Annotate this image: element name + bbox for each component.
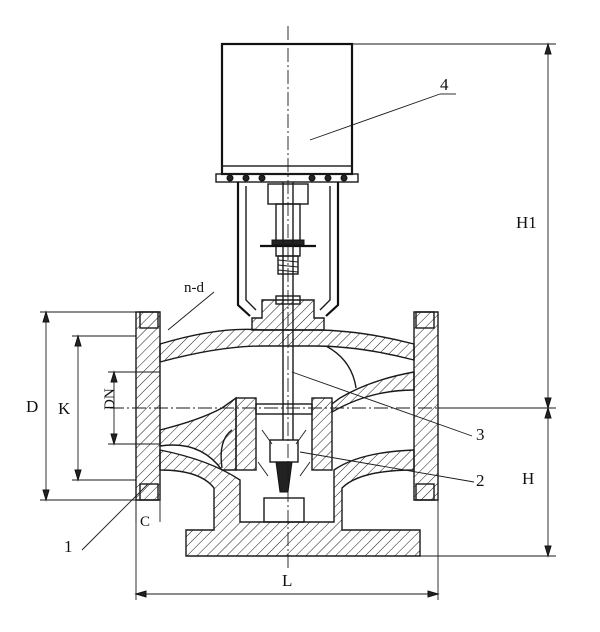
dim-H [420,406,556,558]
right-flange [413,311,439,501]
bolt [324,174,332,182]
actuator-mount-plate [215,173,359,183]
yoke-right-leg [325,182,340,317]
dim-K [72,334,136,482]
seat-ring [255,403,313,415]
flow-curve [325,345,357,389]
bolt [308,174,316,182]
right-flange-bolt-top [415,311,435,329]
left-flange [135,311,161,501]
cage-left [235,397,257,471]
leader-part-2 [299,451,475,483]
lower-wall [159,449,421,557]
yoke-left-leg [236,182,251,317]
bolt [340,174,348,182]
left-flange-bolt-top [139,311,159,329]
actuator-housing [220,42,354,176]
label-part-1: 1 [64,537,73,556]
yoke-right-inner [319,186,331,311]
label-dim-H1: H1 [516,213,537,232]
label-dim-D: D [26,397,38,416]
dim-DN [108,370,160,446]
valve-body [135,311,439,557]
bolt [242,174,250,182]
plug-guides [257,429,311,477]
actuator [215,42,359,183]
actuator-base-band [221,165,353,175]
label-part-4: 4 [440,75,449,94]
valve-plug [269,439,299,463]
label-part-3: 3 [476,425,485,444]
leader-part-3 [291,371,473,437]
label-holes: n-d [184,280,204,296]
yoke-left-inner [245,186,257,311]
leader-part-1 [81,483,149,551]
partition-right [331,371,415,414]
cage-right [311,397,333,471]
stem [282,182,294,440]
label-part-2: 2 [476,471,485,490]
label-dim-DN: DN [102,388,118,410]
dim-L [134,500,440,600]
dim-H1 [352,42,556,410]
leader-holes [167,291,215,331]
dim-D [40,310,136,502]
bolt [226,174,234,182]
label-dim-H: H [522,469,534,488]
bolt [258,174,266,182]
label-dim-K: K [58,399,71,418]
leader-part-4 [309,93,441,141]
label-dim-L: L [282,571,292,590]
upper-wall [159,328,415,363]
plug-tip [275,461,293,493]
right-flange-bolt-bottom [415,483,435,501]
bottom-guide [263,497,305,523]
flow-curve-lower [220,429,233,469]
label-dim-C: C [140,514,150,530]
